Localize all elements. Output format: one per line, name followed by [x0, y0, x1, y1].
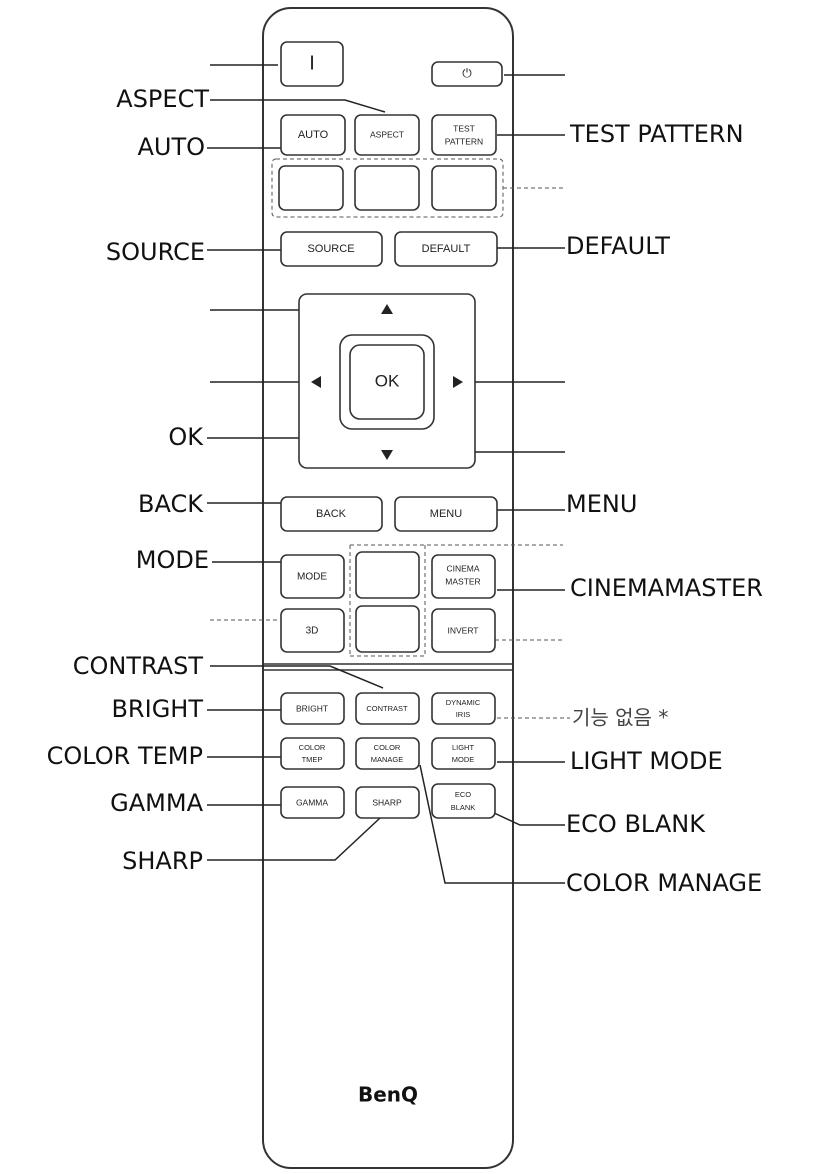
gamma-key-label: GAMMA: [296, 797, 328, 807]
callout-default: DEFAULT: [566, 232, 670, 260]
blank-button-1[interactable]: [278, 165, 344, 211]
menu-button[interactable]: [394, 496, 498, 532]
contrast-button[interactable]: [355, 692, 420, 725]
light-mode-key-label-1: LIGHT: [452, 743, 475, 752]
dynamic-iris-key-label-2: IRIS: [456, 710, 471, 719]
callout-light-mode: LIGHT MODE: [570, 747, 723, 775]
cinemamaster-key-label-2: MASTER: [445, 576, 480, 586]
mode-key-label: MODE: [297, 572, 327, 583]
aspect-key-label: ASPECT: [370, 129, 404, 139]
invert-button[interactable]: [431, 608, 496, 653]
callout-test-pattern: TEST PATTERN: [569, 120, 744, 148]
color-manage-key-label-2: MANAGE: [371, 755, 404, 764]
test-pattern-key-label-2: PATTERN: [445, 136, 483, 146]
source-button[interactable]: [280, 231, 383, 267]
light-mode-button[interactable]: [431, 737, 496, 770]
up-arrow-icon[interactable]: [381, 304, 393, 314]
3d-button[interactable]: [280, 608, 345, 653]
bright-key-label: BRIGHT: [296, 703, 328, 713]
dynamic-iris-button[interactable]: [431, 692, 496, 725]
power-off-button[interactable]: [431, 61, 503, 87]
test-pattern-button[interactable]: [431, 114, 497, 156]
blank-button-2[interactable]: [354, 165, 420, 211]
callout-ok: OK: [168, 423, 204, 451]
color-temp-key-label-1: COLOR: [299, 743, 326, 752]
callout-auto: AUTO: [137, 133, 205, 161]
sharp-key-label: SHARP: [372, 797, 402, 807]
dynamic-iris-key-label-1: DYNAMIC: [446, 698, 481, 707]
mode-button[interactable]: [280, 554, 345, 599]
sharp-button[interactable]: [355, 786, 420, 819]
bright-button[interactable]: [280, 692, 345, 725]
cinemamaster-button[interactable]: [431, 554, 496, 599]
back-key-label: BACK: [316, 508, 347, 520]
left-arrow-icon[interactable]: [311, 376, 321, 388]
blank-button-3[interactable]: [431, 165, 497, 211]
color-manage-key-label-1: COLOR: [374, 743, 401, 752]
callout-mode: MODE: [136, 546, 209, 574]
power-on-label: I: [309, 52, 315, 74]
menu-key-label: MENU: [430, 508, 462, 520]
back-button[interactable]: [280, 496, 383, 532]
eco-blank-key-label-2: BLANK: [451, 803, 476, 812]
callout-contrast: CONTRAST: [73, 652, 204, 680]
callout-bright: BRIGHT: [111, 695, 203, 723]
down-arrow-icon[interactable]: [381, 450, 393, 460]
light-mode-key-label-2: MODE: [452, 755, 475, 764]
callout-aspect: ASPECT: [116, 85, 209, 113]
blank-button-4[interactable]: [355, 551, 420, 599]
callout-source: SOURCE: [106, 238, 205, 266]
power-icon: ⏻: [462, 66, 472, 80]
3d-key-label: 3D: [306, 626, 319, 637]
callout-sharp: SHARP: [122, 847, 203, 875]
cinemamaster-key-label-1: CINEMA: [446, 563, 479, 573]
blank-button-5[interactable]: [355, 605, 420, 653]
ok-key-label: OK: [375, 371, 400, 390]
color-manage-button[interactable]: [355, 737, 420, 770]
callout-menu: MENU: [566, 490, 637, 518]
callout-dynamic-iris-note: 기능 없음 *: [572, 706, 668, 730]
right-arrow-icon[interactable]: [453, 376, 463, 388]
aspect-button[interactable]: [354, 114, 420, 156]
auto-key-label: AUTO: [298, 129, 329, 141]
default-key-label: DEFAULT: [422, 243, 471, 255]
brand-logo: BenQ: [358, 1083, 418, 1107]
test-pattern-key-label-1: TEST: [453, 123, 475, 133]
callout-cinemamaster: CINEMAMASTER: [570, 574, 763, 602]
contrast-key-label: CONTRAST: [366, 704, 408, 713]
callout-back: BACK: [138, 490, 204, 518]
dashed-guides: [210, 158, 570, 719]
source-key-label: SOURCE: [307, 243, 354, 255]
callout-eco-blank: ECO BLANK: [566, 810, 706, 838]
callout-color-temp: COLOR TEMP: [47, 742, 203, 770]
invert-key-label: INVERT: [447, 625, 478, 635]
default-button[interactable]: [394, 231, 498, 267]
color-temp-key-label-2: TMEP: [302, 755, 323, 764]
auto-button[interactable]: [280, 114, 346, 156]
eco-blank-key-label-1: ECO: [455, 790, 471, 799]
eco-blank-button[interactable]: [431, 783, 496, 819]
ok-button[interactable]: [349, 344, 425, 420]
gamma-button[interactable]: [280, 786, 345, 819]
color-temp-button[interactable]: [280, 737, 345, 770]
power-on-button[interactable]: [280, 41, 344, 87]
callout-gamma: GAMMA: [110, 789, 203, 817]
callout-color-manage: COLOR MANAGE: [566, 869, 762, 897]
